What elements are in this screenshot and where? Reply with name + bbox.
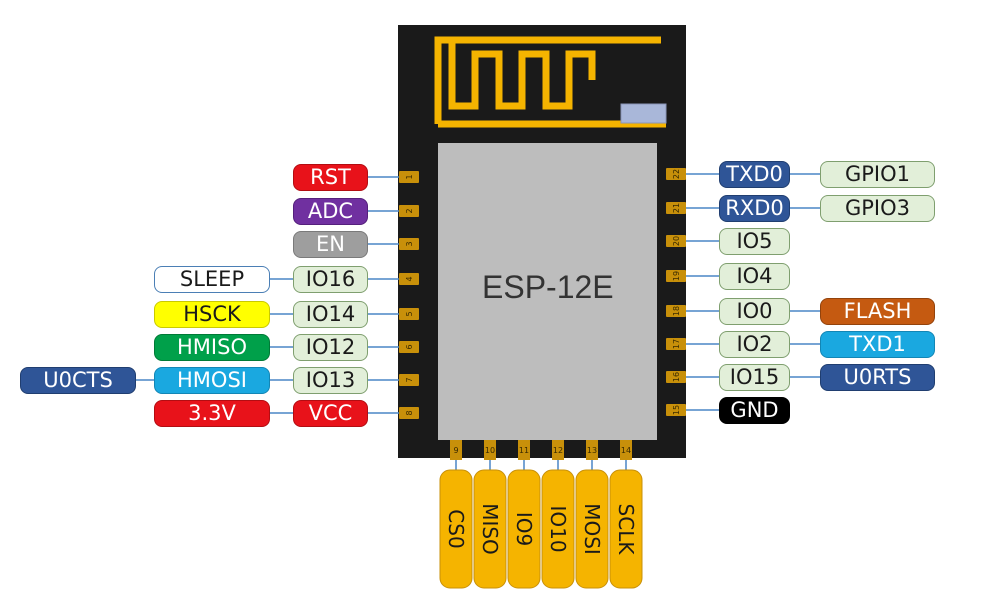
pin-label-io0: IO0 xyxy=(719,298,790,325)
pin-pad-15: 15 xyxy=(666,404,686,416)
bottom-pin-label-sclk: SCLK xyxy=(614,504,638,556)
bottom-pin-label-box xyxy=(439,469,473,589)
pin-pad-13 xyxy=(586,440,598,460)
pin-pad-22: 22 xyxy=(666,168,686,180)
pin-number: 18 xyxy=(672,306,681,316)
pin-label-hsck: HSCK xyxy=(154,301,270,328)
pin-pad-5: 5 xyxy=(399,308,419,320)
pin-label-io13: IO13 xyxy=(293,367,368,394)
pin-label-rst: RST xyxy=(293,164,368,191)
pin-label-txd0: TXD0 xyxy=(719,161,790,188)
pin-number: 16 xyxy=(672,372,681,382)
bottom-pin-label-cs0: CS0 xyxy=(444,509,468,548)
pin-number: 4 xyxy=(405,276,414,281)
pin-number: 13 xyxy=(587,446,597,455)
pin-number: 1 xyxy=(405,174,414,179)
pin-label-io5: IO5 xyxy=(719,228,790,255)
pin-pad-2: 2 xyxy=(399,205,419,217)
bottom-pin-label-box xyxy=(609,469,643,589)
pin-pad-8: 8 xyxy=(399,407,419,419)
bottom-pin-label-io10: IO10 xyxy=(546,505,570,552)
pin-label-hmiso: HMISO xyxy=(154,334,270,361)
pin-label-io12: IO12 xyxy=(293,334,368,361)
pin-pad-19: 19 xyxy=(666,270,686,282)
pin-label-flash: FLASH xyxy=(820,298,935,325)
pin-number: 11 xyxy=(519,446,529,455)
antenna-trace xyxy=(434,36,666,128)
pin-number: 5 xyxy=(405,311,414,316)
pin-label-txd1: TXD1 xyxy=(820,331,935,358)
pin-label-hmosi: HMOSI xyxy=(154,367,270,394)
pin-pad-16: 16 xyxy=(666,371,686,383)
bottom-pin-label-mosi: MOSI xyxy=(580,503,604,555)
crystal-component xyxy=(620,103,667,124)
pin-number: 9 xyxy=(453,446,458,455)
pin-pad-1: 1 xyxy=(399,171,419,183)
pin-number: 8 xyxy=(405,410,414,415)
connector-traces xyxy=(136,173,820,414)
pin-label-sleep: SLEEP xyxy=(154,266,270,293)
pin-label-gpio1: GPIO1 xyxy=(820,161,935,188)
pin-label-io14: IO14 xyxy=(293,301,368,328)
pin-number: 10 xyxy=(485,446,495,455)
pin-label-gpio3: GPIO3 xyxy=(820,195,935,222)
pin-number: 20 xyxy=(672,236,681,246)
pin-label-rxd0: RXD0 xyxy=(719,195,790,222)
pin-label-io15: IO15 xyxy=(719,364,790,391)
metal-shield xyxy=(438,143,657,440)
pin-pad-17: 17 xyxy=(666,338,686,350)
pin-label-io4: IO4 xyxy=(719,263,790,290)
pin-label-io2: IO2 xyxy=(719,331,790,358)
pin-label-gnd: GND xyxy=(719,397,790,424)
pin-pad-10 xyxy=(484,440,496,460)
pin-pad-12 xyxy=(552,440,564,460)
bottom-pin-label-box xyxy=(507,469,541,589)
module-title: ESP-12E xyxy=(482,269,614,305)
pin-pad-11 xyxy=(518,440,530,460)
pin-pad-14 xyxy=(620,440,632,460)
pin-number: 14 xyxy=(621,446,631,455)
pin-pad-4: 4 xyxy=(399,273,419,285)
pin-pad-6: 6 xyxy=(399,341,419,353)
pin-label-adc: ADC xyxy=(293,198,368,225)
pin-pad-9 xyxy=(450,440,462,460)
pin-pad-18: 18 xyxy=(666,305,686,317)
pin-label-u0rts: U0RTS xyxy=(820,364,935,391)
bottom-pin-label-box xyxy=(473,469,507,589)
pin-number: 6 xyxy=(405,344,414,349)
pin-pad-21: 21 xyxy=(666,202,686,214)
pin-label-vcc: VCC xyxy=(293,400,368,427)
pin-pad-7: 7 xyxy=(399,374,419,386)
bottom-pin-label-io9: IO9 xyxy=(512,512,536,546)
pin-label-en: EN xyxy=(293,231,368,258)
pin-pad-3: 3 xyxy=(399,238,419,250)
pin-number: 21 xyxy=(672,203,681,213)
bottom-pin-label-miso: MISO xyxy=(478,503,502,555)
pin-number: 17 xyxy=(672,339,681,349)
pin-number: 15 xyxy=(672,405,681,415)
pin-label-io16: IO16 xyxy=(293,266,368,293)
pin-number: 22 xyxy=(672,169,681,179)
pin-number: 3 xyxy=(405,241,414,246)
bottom-pin-label-box xyxy=(541,469,575,589)
pin-pad-20: 20 xyxy=(666,235,686,247)
pin-number: 2 xyxy=(405,208,414,213)
pin-label-u0cts: U0CTS xyxy=(20,367,136,394)
pin-number: 7 xyxy=(405,377,414,382)
pin-pads: 1 2 3 4 5 6 7 8 22 21 20 19 18 17 16 15 xyxy=(399,168,686,419)
bottom-pin-label-box xyxy=(575,469,609,589)
pin-label-3-3v: 3.3V xyxy=(154,400,270,427)
pin-number: 12 xyxy=(553,446,563,455)
pin-number: 19 xyxy=(672,271,681,281)
